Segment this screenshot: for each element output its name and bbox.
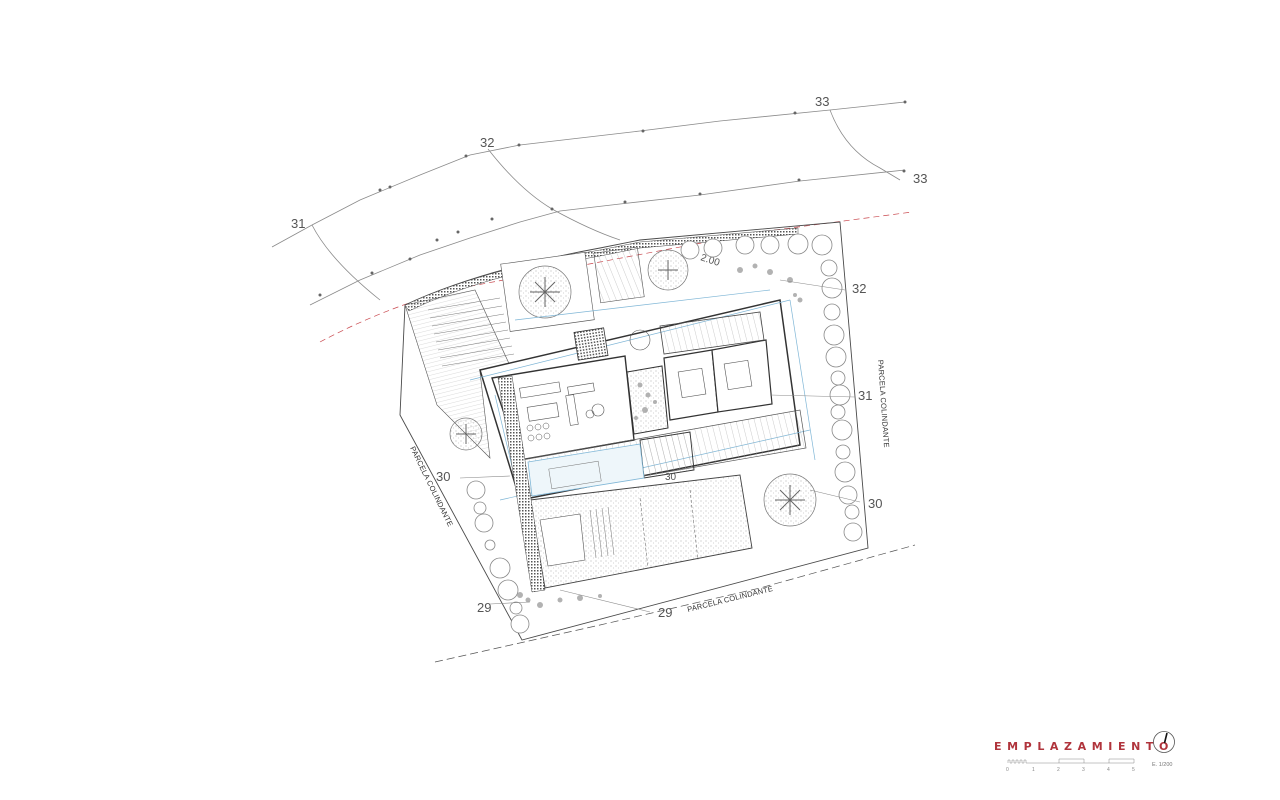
parcel-label-right: PARCELA COLINDANTE [876,360,891,448]
contour-label-30-left: 30 [436,469,450,484]
left-wall-strip [497,375,546,593]
property-line-top [319,211,913,343]
lower-terrace [529,474,753,589]
contour-label-33-top: 33 [815,94,829,109]
upper-courtyard [500,252,595,332]
hedge-right [680,233,863,542]
contour-label-29-bottom: 29 [658,605,672,620]
scale-tick-0: 0 [1006,767,1009,773]
north-arrow-icon [1153,731,1175,753]
contour-label-32-top: 32 [480,135,494,150]
contour-label-33-lower: 33 [913,171,927,186]
contour-label-30-right: 30 [868,496,882,511]
scale-tick-1: 1 [1032,767,1035,773]
road-contours [271,101,906,306]
scale-tick-3: 3 [1082,767,1085,773]
road-markers [318,100,907,297]
parcel-label-bottom: PARCELA COLINDANTE [686,584,774,614]
scale-label: E. 1/200 [1152,762,1173,768]
contour-label-29-left: 29 [477,600,491,615]
hedge-left [466,480,530,634]
contour-label-31-top: 31 [291,216,305,231]
title-block: EMPLAZAMIENTO 0 1 2 3 4 5 E. 1/200 [990,728,1190,778]
parcel-label-left: PARCELA COLINDANTE [408,445,455,528]
tree-left [449,417,483,451]
scale-tick-5: 5 [1132,767,1135,773]
contour-label-31-right: 31 [858,388,872,403]
scale-bar: 0 1 2 3 4 5 [1006,758,1135,773]
tree-upper-right [647,249,689,291]
scale-tick-4: 4 [1107,767,1110,773]
contour-label-32-right: 32 [852,281,866,296]
drawing-title: EMPLAZAMIENTO [994,740,1174,753]
shrubs [517,263,803,608]
internal-level-label: 30 [665,472,677,483]
property-line-bottom [434,544,916,663]
tree-right-lower [763,473,817,527]
scale-tick-2: 2 [1057,767,1060,773]
upper-stair [593,246,645,304]
terrace-left [404,289,515,459]
contour-leaders [459,279,861,613]
